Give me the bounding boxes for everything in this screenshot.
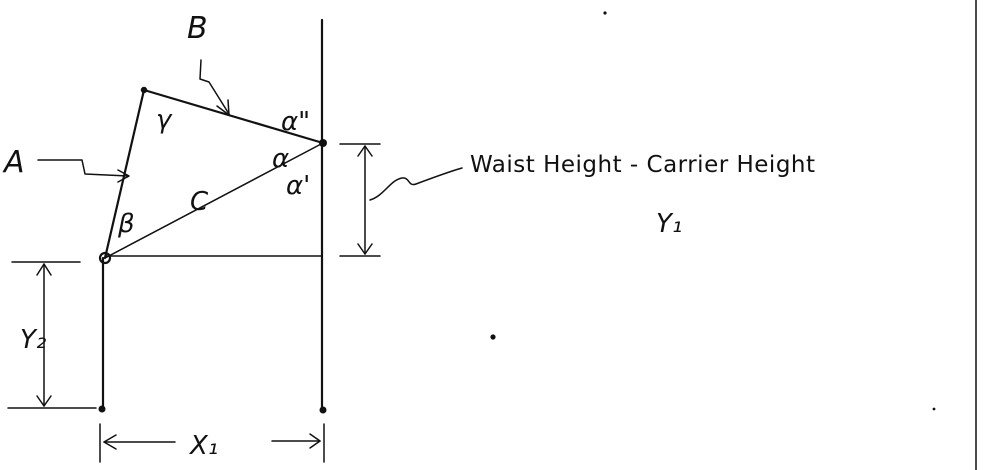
a-arrow-line xyxy=(37,159,129,177)
stray-dot-1 xyxy=(490,334,496,340)
y1-arrow-up xyxy=(357,145,373,157)
label-alpha: α xyxy=(272,144,289,174)
x1-arrow-right-head xyxy=(309,433,321,449)
waist-height-annotation: Waist Height - Carrier Height xyxy=(470,152,816,178)
stray-dot-2 xyxy=(603,11,607,15)
stray-dot-3 xyxy=(932,407,936,411)
joint-right xyxy=(319,139,327,147)
base-right xyxy=(319,406,327,414)
y2-arrow-up xyxy=(36,263,52,276)
label-y1: Y₁ xyxy=(656,209,682,239)
label-x1: X₁ xyxy=(188,431,218,461)
segment-b xyxy=(142,88,325,145)
label-alpha-double-prime: α" xyxy=(281,107,310,137)
x1-arrow-left-head xyxy=(103,434,117,450)
b-arrow-line xyxy=(199,59,230,115)
label-gamma: γ xyxy=(156,105,173,135)
base-left xyxy=(98,405,106,413)
y2-arrow-down xyxy=(36,395,52,407)
label-c: C xyxy=(190,187,209,217)
label-beta: β xyxy=(117,209,135,239)
y1-arrow-down xyxy=(357,243,373,255)
label-b: B xyxy=(187,11,208,46)
label-y2: Y₂ xyxy=(20,325,46,355)
segment-c xyxy=(104,142,324,259)
b-arrow-head xyxy=(216,99,230,116)
a-arrow-head xyxy=(117,169,130,183)
annotation-leader xyxy=(369,167,463,201)
joint-top xyxy=(140,86,148,94)
joint-left xyxy=(98,251,112,265)
label-alpha-prime: α' xyxy=(286,171,310,201)
label-a: A xyxy=(2,145,25,180)
